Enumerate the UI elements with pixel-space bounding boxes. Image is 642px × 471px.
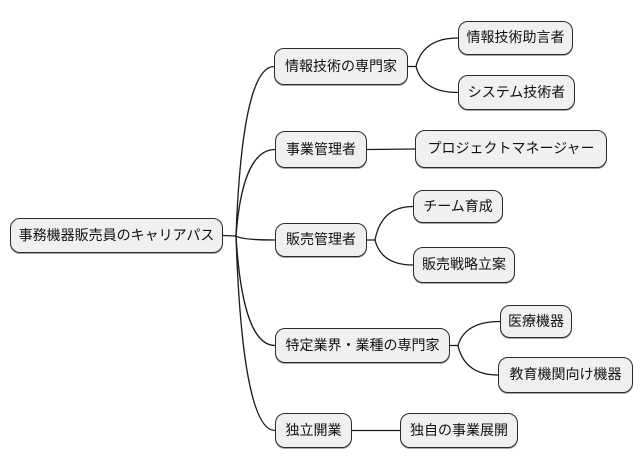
connector-edge: [374, 239, 414, 266]
mindmap-leaf-node: チーム育成: [413, 190, 503, 223]
connector-edge: [457, 344, 499, 376]
mindmap-leaf-node: 医療機器: [500, 305, 572, 338]
mindmap-branch-node: 販売管理者: [275, 223, 367, 257]
connector-edge: [235, 65, 275, 237]
connector-edge: [235, 235, 276, 432]
connector-edge: [457, 320, 501, 347]
mindmap-branch-node: 独立開業: [275, 413, 352, 448]
mindmap-leaf-node: 情報技術助言者: [458, 21, 573, 55]
mindmap-node-root: 事務機器販売員のキャリアパス: [10, 218, 223, 253]
mindmap-leaf-node: 教育機関向け機器: [498, 357, 633, 393]
connector-edge: [222, 234, 237, 237]
connector-edge: [235, 235, 276, 241]
connector-edge: [366, 148, 416, 151]
connector-edge: [415, 37, 459, 68]
mindmap-branch-node: 情報技術の専門家: [274, 48, 408, 85]
mindmap-branch-node: 特定業界・業種の専門家: [275, 328, 450, 363]
connector-edge: [374, 205, 414, 241]
mindmap-leaf-node: システム技術者: [458, 75, 575, 110]
connector-edge: [415, 65, 459, 94]
mindmap-leaf-node: プロジェクトマネージャー: [415, 130, 607, 168]
mindmap-branch-node: 事業管理者: [275, 131, 367, 168]
connector-edge: [235, 148, 276, 237]
mindmap-leaf-node: 独自の事業展開: [400, 413, 518, 448]
connector-edge: [235, 235, 276, 347]
mindmap-leaf-node: 販売戦略立案: [413, 247, 515, 283]
